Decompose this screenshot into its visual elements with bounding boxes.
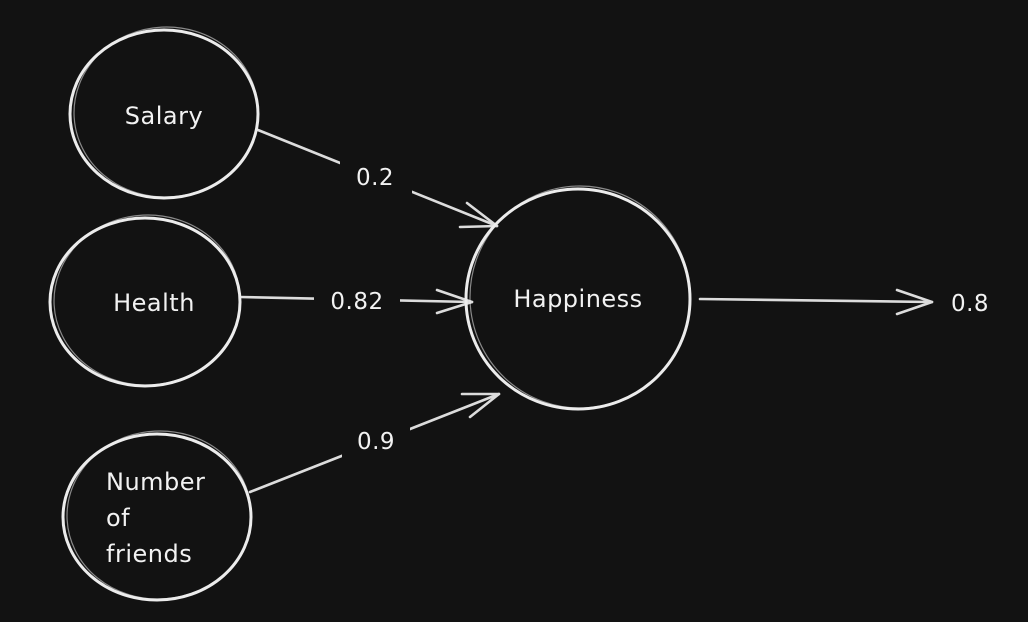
- input-node-health: Health: [48, 214, 242, 388]
- output-node-happiness: Happiness: [464, 185, 692, 411]
- weight-label-salary: 0.2: [356, 165, 394, 191]
- weight-label-friends: 0.9: [357, 429, 395, 455]
- arrowhead-health: [435, 288, 474, 315]
- weight-labels: 0.2 0.82 0.9: [314, 158, 412, 459]
- input-node-salary: Salary: [68, 26, 260, 200]
- node-label-happiness: Happiness: [513, 285, 642, 313]
- node-label-health: Health: [113, 289, 195, 317]
- output-value-label: 0.8: [951, 291, 989, 317]
- edge-happiness-output: [698, 297, 934, 304]
- node-label-friends-line-3: friends: [106, 540, 192, 568]
- weight-label-health: 0.82: [330, 289, 383, 315]
- node-label-friends-line-1: Number: [106, 468, 205, 496]
- node-label-salary: Salary: [125, 102, 203, 130]
- arrowhead-salary: [458, 201, 499, 229]
- input-node-friends: Number of friends: [61, 430, 253, 602]
- node-label-friends-line-2: of: [106, 504, 130, 532]
- arrowhead-output: [895, 288, 934, 316]
- arrowhead-friends: [460, 392, 501, 419]
